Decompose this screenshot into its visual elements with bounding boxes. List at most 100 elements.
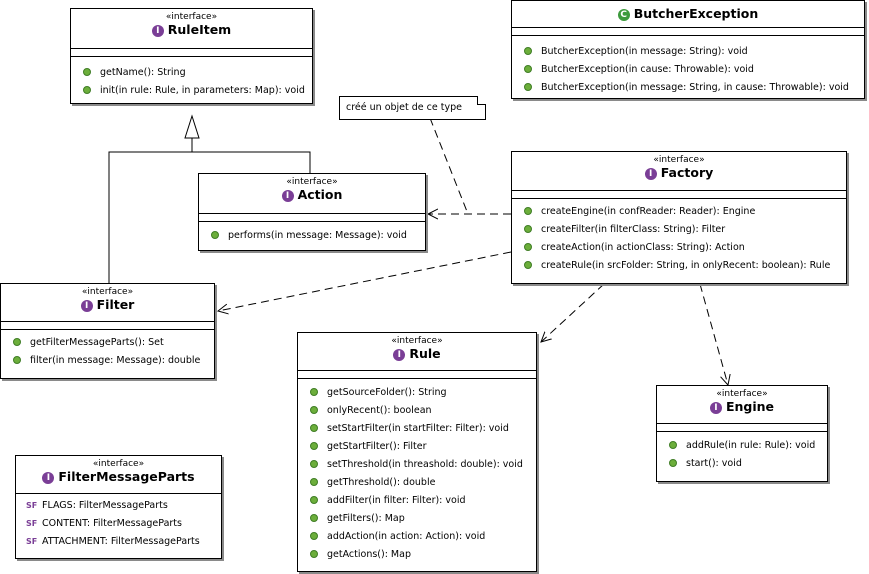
stereotype-label: «interface» [165, 12, 218, 22]
methods-section: getName(): String init(in rule: Rule, in… [71, 57, 312, 106]
interface-icon: I [393, 349, 406, 361]
interface-icon: I [151, 25, 164, 37]
method-label: getFilterMessageParts(): Set [30, 337, 164, 348]
method-label: start(): void [686, 458, 742, 469]
public-method-icon [83, 68, 91, 76]
factory-to-rule [541, 283, 605, 342]
stereotype-label: «interface» [92, 459, 145, 469]
method-item[interactable]: getStartFilter(): Filter [298, 438, 536, 456]
method-item[interactable]: start(): void [657, 455, 827, 473]
field-label: FLAGS: FilterMessageParts [42, 500, 168, 511]
attributes-section [71, 49, 312, 57]
method-label: getActions(): Map [327, 549, 411, 560]
method-label: addAction(in action: Action): void [327, 531, 486, 542]
public-method-icon [310, 442, 318, 450]
generalization-triangle [184, 114, 200, 139]
method-item[interactable]: createEngine(in confReader: Reader): Eng… [512, 203, 846, 221]
method-item[interactable]: createAction(in actionClass: String): Ac… [512, 239, 846, 257]
method-item[interactable]: ButcherException(in message: String): vo… [512, 43, 864, 61]
method-item[interactable]: setThreshold(in threashold: double): voi… [298, 456, 536, 474]
method-label: setThreshold(in threashold: double): voi… [327, 459, 523, 470]
method-item[interactable]: filter(in message: Message): double [1, 352, 214, 370]
public-method-icon [310, 478, 318, 486]
public-method-icon [524, 225, 532, 233]
methods-section: performs(in message: Message): void [199, 222, 425, 251]
public-method-icon [310, 388, 318, 396]
stereotype-label: «interface» [81, 287, 134, 297]
interface-icon: I [709, 402, 722, 414]
method-item[interactable]: addFilter(in filter: Filter): void [298, 492, 536, 510]
method-item[interactable]: ButcherException(in cause: Throwable): v… [512, 61, 864, 79]
method-item[interactable]: createRule(in srcFolder: String, in only… [512, 257, 846, 275]
public-method-icon [524, 207, 532, 215]
method-item[interactable]: performs(in message: Message): void [199, 227, 425, 245]
interface-icon: I [281, 190, 294, 202]
method-label: ButcherException(in message: String): vo… [541, 46, 748, 57]
method-item[interactable]: getSourceFolder(): String [298, 384, 536, 402]
method-item[interactable]: addRule(in rule: Rule): void [657, 437, 827, 455]
public-method-icon [524, 47, 532, 55]
method-item[interactable]: setStartFilter(in startFilter: Filter): … [298, 420, 536, 438]
stereotype-label: «interface» [653, 155, 705, 165]
method-item[interactable]: createFilter(in filterClass: String): Fi… [512, 221, 846, 239]
methods-section: getSourceFolder(): String onlyRecent(): … [298, 379, 536, 570]
public-method-icon [310, 424, 318, 432]
class-icon: C [617, 9, 630, 21]
public-method-icon [310, 460, 318, 468]
static-final-field-icon: SF [26, 537, 38, 546]
public-method-icon [524, 243, 532, 251]
method-item[interactable]: getFilterMessageParts(): Set [1, 334, 214, 352]
method-item[interactable]: getFilters(): Map [298, 510, 536, 528]
public-method-icon [310, 532, 318, 540]
attributes-section [657, 424, 827, 432]
method-item[interactable]: getActions(): Map [298, 546, 536, 564]
factory-to-engine [699, 283, 728, 385]
method-item[interactable]: ButcherException(in message: String, in … [512, 79, 864, 97]
class-name: Factory [660, 165, 714, 180]
note-text: créé un objet de ce type [346, 102, 462, 113]
public-method-icon [310, 550, 318, 558]
methods-section: createEngine(in confReader: Reader): Eng… [512, 199, 846, 281]
stereotype-label: «interface» [391, 336, 443, 346]
field-item[interactable]: SF FLAGS: FilterMessageParts [16, 497, 221, 515]
note[interactable]: créé un objet de ce type [339, 96, 486, 120]
public-method-icon [310, 496, 318, 504]
generalization-lines [108, 114, 311, 283]
factory-to-filter [218, 251, 512, 311]
method-item[interactable]: onlyRecent(): boolean [298, 402, 536, 420]
method-item[interactable]: addAction(in action: Action): void [298, 528, 536, 546]
method-item[interactable]: init(in rule: Rule, in parameters: Map):… [71, 82, 312, 100]
method-label: getFilters(): Map [327, 513, 405, 524]
method-label: filter(in message: Message): double [30, 355, 201, 366]
class-name: ButcherException [633, 6, 759, 21]
method-item[interactable]: getName(): String [71, 64, 312, 82]
interface-icon: I [42, 472, 55, 484]
interface-icon: I [80, 300, 93, 312]
static-final-field-icon: SF [26, 501, 38, 510]
method-label: setStartFilter(in startFilter: Filter): … [327, 423, 509, 434]
method-item[interactable]: getThreshold(): double [298, 474, 536, 492]
